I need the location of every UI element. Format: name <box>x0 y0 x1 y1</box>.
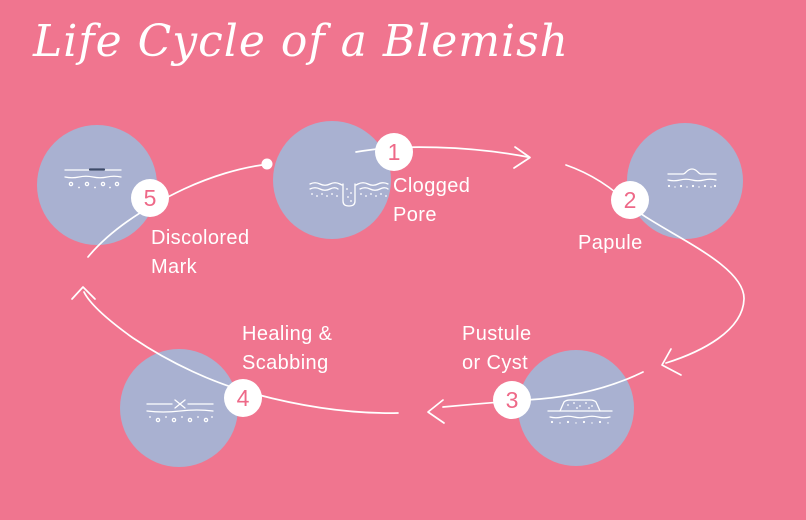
stage-label-line: Pore <box>393 204 437 226</box>
stage-label-pustule-or-cyst: Pustule or Cyst <box>462 320 532 378</box>
stage-label-papule: Papule <box>578 229 643 258</box>
page-title: Life Cycle of a Blemish <box>33 16 570 67</box>
stage-label-clogged-pore: Clogged Pore <box>393 172 470 230</box>
arrow-2-to-3-head <box>661 348 682 376</box>
stage-label-line: Papule <box>578 232 643 254</box>
stage-label-line: Pustule <box>462 323 532 345</box>
papule-icon <box>667 168 717 188</box>
stage-number-badge-2: 2 <box>611 181 649 219</box>
stage-number-badge-3: 3 <box>493 381 531 419</box>
stage-label-discolored-mark: Discolored Mark <box>151 224 249 282</box>
stage-label-line: Discolored <box>151 227 250 249</box>
stage-circle-clogged-pore <box>273 121 391 239</box>
cycle-start-dot <box>261 158 273 170</box>
stage-number-badge-1: 1 <box>375 133 413 171</box>
stage-label-line: Mark <box>151 256 198 278</box>
arrow-3-to-4-head <box>427 399 445 424</box>
stage-label-line: Clogged <box>393 175 471 197</box>
arrow-1-to-2-head <box>513 146 531 169</box>
healing-scabbing-icon <box>146 399 214 423</box>
stage-label-line: Healing & <box>242 323 333 345</box>
pustule-or-cyst-icon <box>547 399 613 424</box>
arrow-4-to-5-head <box>71 286 96 300</box>
stage-circle-pustule-or-cyst <box>518 350 634 466</box>
stage-label-line: Scabbing <box>242 352 329 374</box>
stage-number-badge-4: 4 <box>224 379 262 417</box>
stage-number-badge-5: 5 <box>131 179 169 217</box>
stage-label-line: or Cyst <box>462 352 529 374</box>
clogged-pore-icon <box>309 182 389 207</box>
stage-label-healing-scabbing: Healing & Scabbing <box>242 320 332 378</box>
discolored-mark-icon <box>64 168 122 189</box>
